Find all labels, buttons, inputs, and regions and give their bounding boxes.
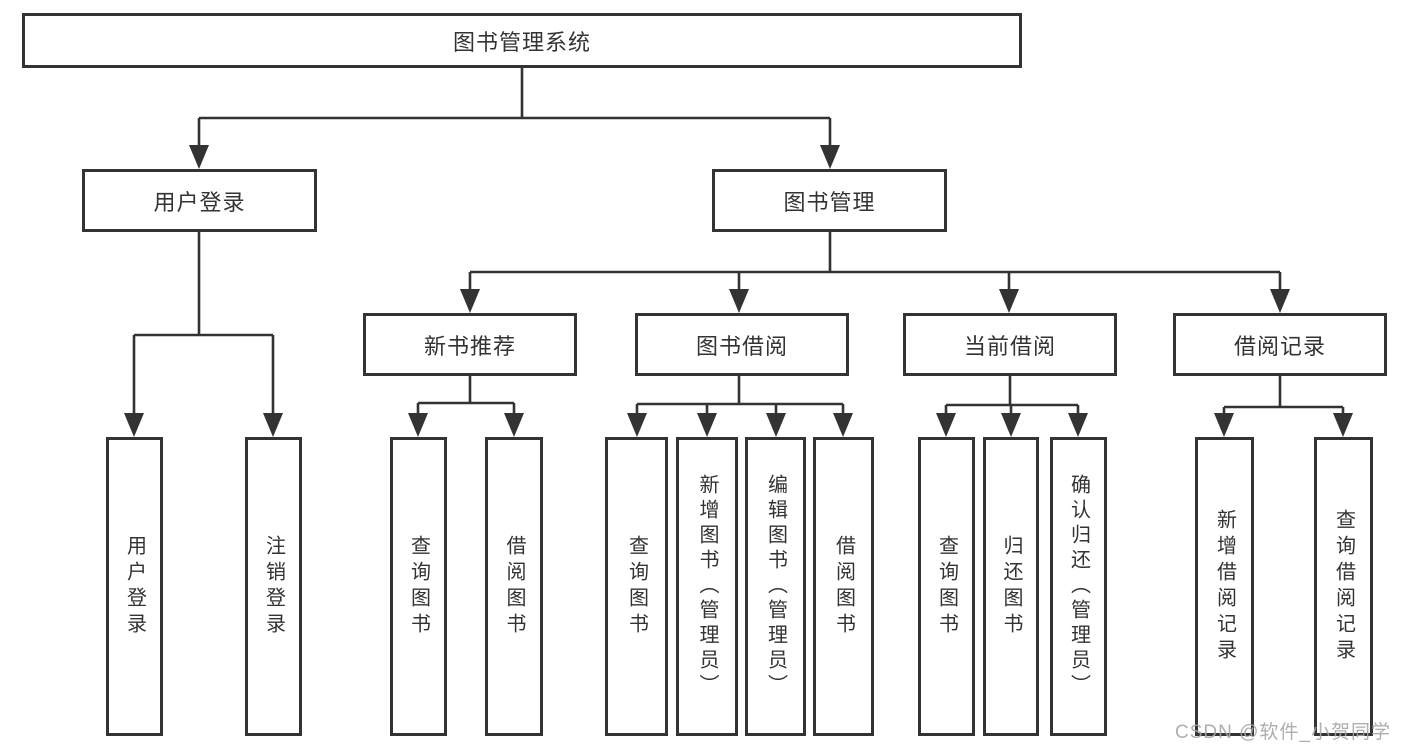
leaf-logout: 注销登录 — [245, 437, 302, 736]
leaf-user-login-label: 用户登录 — [123, 534, 146, 639]
connector-book-mgmt — [468, 232, 1282, 290]
connector-new-book-rec — [416, 376, 516, 414]
leaf-user-login: 用户登录 — [106, 437, 163, 736]
arrowheads — [124, 145, 1353, 437]
connector-current-borrow — [944, 376, 1080, 414]
connector-borrow-records — [1222, 376, 1345, 414]
node-borrow-records-label: 借阅记录 — [1233, 333, 1326, 359]
connector-root — [197, 68, 832, 146]
leaf-bb-query-books: 查询图书 — [605, 437, 668, 736]
node-borrow-records: 借阅记录 — [1173, 313, 1387, 376]
leaf-br-query-record: 查询借阅记录 — [1314, 437, 1373, 736]
connector-user-login — [132, 232, 275, 414]
node-book-mgmt-label: 图书管理 — [783, 189, 876, 215]
node-current-borrow-label: 当前借阅 — [963, 333, 1056, 359]
leaf-bb-edit-books: 编辑图书（管理员） — [745, 437, 806, 736]
node-new-book-rec-label: 新书推荐 — [423, 333, 516, 359]
csdn-watermark: CSDN @软件_小贺同学 — [1175, 722, 1391, 743]
node-current-borrow: 当前借阅 — [903, 313, 1117, 376]
connector-book-borrow — [635, 376, 845, 414]
leaf-nbr-query-books-label: 查询图书 — [407, 534, 430, 639]
leaf-cb-query-books-label: 查询图书 — [935, 534, 958, 639]
leaf-bb-borrow-books-label: 借阅图书 — [832, 534, 855, 639]
node-book-borrow-label: 图书借阅 — [695, 333, 788, 359]
node-user-login: 用户登录 — [82, 169, 317, 232]
leaf-nbr-borrow-books: 借阅图书 — [485, 437, 543, 736]
leaf-br-add-record-label: 新增借阅记录 — [1213, 508, 1236, 665]
node-book-borrow: 图书借阅 — [635, 313, 849, 376]
node-new-book-rec: 新书推荐 — [363, 313, 577, 376]
leaf-bb-borrow-books: 借阅图书 — [813, 437, 874, 736]
leaf-cb-return-books-label: 归还图书 — [1000, 534, 1022, 639]
leaf-bb-query-books-label: 查询图书 — [625, 534, 648, 639]
leaf-bb-add-books-label: 新增图书（管理员） — [696, 474, 718, 699]
leaf-cb-query-books: 查询图书 — [918, 437, 975, 736]
leaf-logout-label: 注销登录 — [262, 534, 285, 639]
leaf-br-add-record: 新增借阅记录 — [1195, 437, 1254, 736]
node-root-label: 图书管理系统 — [452, 29, 591, 55]
leaf-bb-edit-books-label: 编辑图书（管理员） — [764, 474, 787, 699]
leaf-cb-return-books: 归还图书 — [983, 437, 1039, 736]
node-book-mgmt: 图书管理 — [712, 169, 947, 232]
leaf-cb-confirm-return: 确认归还（管理员） — [1050, 437, 1107, 736]
leaf-cb-confirm-return-label: 确认归还（管理员） — [1067, 474, 1090, 699]
node-user-login-label: 用户登录 — [153, 189, 246, 215]
node-root: 图书管理系统 — [22, 13, 1022, 68]
leaf-nbr-borrow-books-label: 借阅图书 — [503, 534, 525, 639]
leaf-nbr-query-books: 查询图书 — [390, 437, 447, 736]
leaf-br-query-record-label: 查询借阅记录 — [1332, 508, 1355, 665]
leaf-bb-add-books: 新增图书（管理员） — [676, 437, 738, 736]
